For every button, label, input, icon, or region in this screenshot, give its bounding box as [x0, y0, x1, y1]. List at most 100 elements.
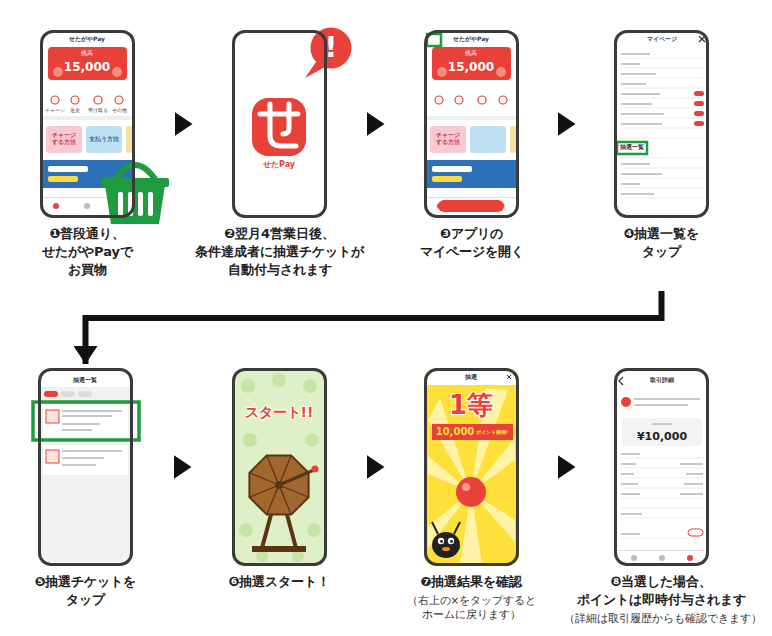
flow-arrow	[135, 124, 232, 125]
step-caption-block: ❺抽選チケットを タップ	[26, 573, 146, 609]
ticket-item	[43, 405, 128, 437]
screen-text: !	[325, 34, 338, 62]
step-phone: ❶普段通り、 せたがやPayで お買物	[40, 30, 135, 218]
basket-slit	[148, 192, 153, 216]
pay-button	[438, 200, 504, 212]
prize-ribbon	[432, 424, 513, 440]
step-caption-block: ❻抽選スタート！	[200, 573, 360, 591]
tab	[44, 391, 58, 397]
ticket-thumb	[46, 450, 59, 463]
ticket-thumb	[46, 410, 59, 423]
nav-icon	[631, 555, 637, 561]
handle-knob	[312, 466, 319, 473]
flow-arrow	[519, 124, 614, 125]
wheel-base	[252, 546, 306, 552]
flow-arrow	[327, 467, 424, 468]
close-mark	[699, 36, 705, 42]
pattern-dot	[272, 373, 286, 387]
screen-text: 抽選一覧	[73, 377, 97, 383]
tab	[78, 391, 92, 397]
step-caption-block: ❹抽選一覧を タップ	[612, 225, 712, 261]
step-phone: ❺抽選チケットを タップ	[38, 368, 133, 566]
highlight-box	[427, 34, 441, 46]
screen-text: せたPay	[263, 161, 295, 169]
step-caption-block: ❷翌月4営業日後、 条件達成者に抽選チケットが 自動付与されます	[187, 225, 372, 279]
step-phone: ❻抽選スタート！	[232, 368, 327, 566]
screen-text: 送金	[70, 108, 80, 113]
nav-icon	[687, 555, 693, 561]
screen-text: マイページ	[647, 37, 677, 43]
flow-arrow	[86, 218, 662, 364]
basket-slit	[118, 192, 123, 216]
step-caption-block: ❸アプリの マイページを開く	[407, 225, 537, 261]
sun-rays	[428, 388, 515, 563]
step-phone: ❹抽選一覧を タップ	[614, 30, 709, 218]
step-note: （詳細は取引履歴からも確認できます）	[564, 611, 759, 625]
screen-text: 10,000	[436, 427, 475, 437]
toggle	[694, 121, 704, 126]
step-caption: ❻抽選スタート！	[200, 573, 360, 591]
amount-box	[622, 418, 702, 446]
step-caption: ❸アプリの マイページを開く	[407, 225, 537, 261]
bubble-tail	[305, 62, 325, 78]
home-screen	[424, 30, 519, 218]
wheel-handle	[279, 470, 314, 485]
step-caption: ❷翌月4営業日後、 条件達成者に抽選チケットが 自動付与されます	[187, 225, 372, 279]
list-bg	[41, 387, 130, 562]
step-phone: ❷翌月4営業日後、 条件達成者に抽選チケットが 自動付与されます	[232, 30, 327, 218]
menu-rows	[620, 58, 704, 198]
screen-text: 残高	[465, 51, 477, 57]
screen-text: せたがやPay	[453, 36, 489, 42]
step-caption-block: ❽当選した場合、 ポイントは即時付与されます（詳細は取引履歴からも確認できます）	[564, 573, 759, 625]
step-caption: ❼抽選結果を確認	[387, 573, 557, 591]
screen-text: チャージ する方法	[431, 132, 465, 145]
header-bar	[427, 371, 516, 385]
detail-text	[621, 454, 703, 534]
pattern-dot	[303, 379, 317, 393]
step-phone: ❸アプリの マイページを開く	[424, 30, 519, 218]
screen-text: 支払う方法	[87, 136, 121, 143]
toggle	[694, 111, 704, 116]
highlight-box	[33, 402, 139, 440]
lottery-ball	[456, 477, 486, 507]
step-phone: ❽当選した場合、 ポイントは即時付与されます（詳細は取引履歴からも確認できます）	[614, 368, 709, 566]
logo-base	[252, 98, 306, 156]
highlight-box	[617, 142, 647, 154]
flow-arrow	[327, 124, 424, 125]
step-note: （右上の×をタップすると ホームに戻ります）	[387, 593, 557, 621]
ticket-text	[62, 451, 122, 465]
screen-text: チャージ	[45, 108, 65, 113]
item-text	[634, 399, 700, 405]
ball-highlight	[462, 483, 470, 491]
detail-button	[688, 529, 703, 536]
pattern-dot	[241, 379, 255, 393]
screen-text: 抽選	[465, 375, 477, 381]
basket-body	[105, 185, 165, 224]
ticket-item	[43, 445, 128, 475]
screen-text: 残高	[81, 51, 93, 57]
pattern	[239, 373, 321, 562]
screen-text: 15,000	[448, 61, 494, 73]
step-caption: ❺抽選チケットを タップ	[26, 573, 146, 609]
basket-slit	[138, 192, 143, 216]
menu-item-text	[621, 54, 664, 194]
screen-text: ¥10,000	[637, 431, 687, 442]
nav-icon	[659, 555, 665, 561]
screen-text: 受け取る	[88, 108, 108, 113]
mascot	[432, 522, 460, 558]
amount-caption	[652, 423, 672, 424]
item-icon	[621, 397, 631, 407]
pattern-dot	[239, 523, 253, 537]
screen-text: 1等	[449, 392, 493, 418]
detail-rows	[620, 458, 704, 538]
logo-mark	[260, 104, 298, 146]
screen-text: 抽選一覧	[620, 145, 644, 151]
ticket-text	[62, 411, 122, 430]
screen	[614, 368, 709, 566]
flow-arrow	[519, 467, 614, 468]
step-caption: ❹抽選一覧を タップ	[612, 225, 712, 261]
pattern-dot	[305, 433, 319, 447]
